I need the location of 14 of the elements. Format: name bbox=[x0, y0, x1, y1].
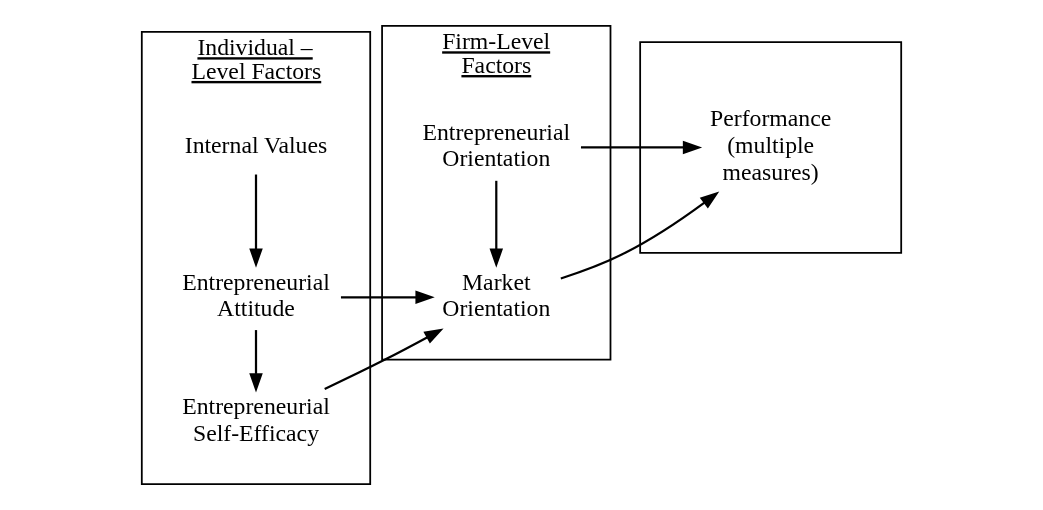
node-text: Entrepreneurial Orientation bbox=[422, 118, 571, 172]
arrow bbox=[324, 328, 444, 390]
cluster bbox=[639, 41, 903, 254]
arrow bbox=[560, 191, 720, 280]
arrow bbox=[249, 330, 263, 393]
arrow bbox=[489, 180, 504, 268]
arrow bbox=[249, 174, 263, 268]
arrow bbox=[580, 140, 703, 155]
node-text: Performance (multiple measures) bbox=[710, 105, 832, 185]
node-text: Market Orientation bbox=[442, 268, 551, 322]
node-text: Entrepreneurial Attitude bbox=[182, 268, 330, 322]
arrow bbox=[340, 290, 435, 305]
node-text: Entrepreneurial Self-Efficacy bbox=[182, 393, 330, 446]
node-text: Internal Values bbox=[184, 132, 328, 159]
